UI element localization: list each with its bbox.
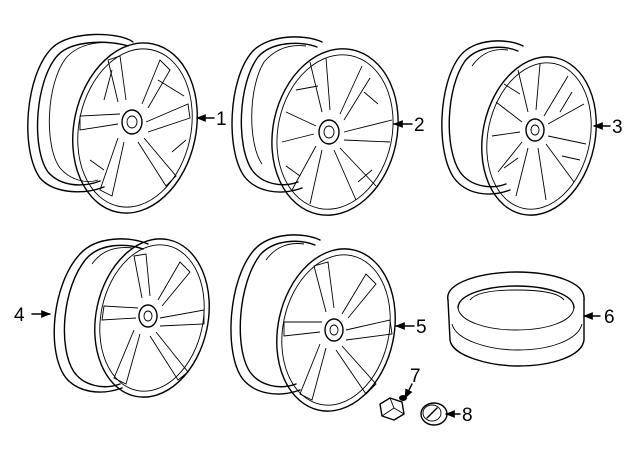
wheel-5-barrel — [230, 234, 321, 395]
wheel-2-barrel — [231, 36, 323, 193]
wheel-4-face — [94, 238, 210, 398]
callout-2: 2 — [414, 115, 425, 136]
wheel-4[interactable] — [53, 228, 223, 408]
wheel-4-barrel — [53, 238, 149, 393]
wheel-5[interactable] — [230, 234, 410, 422]
wheel-3[interactable] — [441, 40, 611, 226]
center-cap-8[interactable] — [420, 402, 448, 426]
callout-5: 5 — [416, 317, 427, 338]
callout-6: 6 — [604, 307, 615, 328]
wheel-2[interactable] — [231, 36, 413, 227]
spare-wheel-6[interactable] — [447, 271, 585, 367]
callout-4: 4 — [14, 305, 25, 326]
wheel-3-face — [481, 56, 597, 216]
callout-8: 8 — [462, 405, 473, 426]
callout-1: 1 — [216, 109, 227, 130]
lug-nut-7[interactable] — [379, 395, 407, 421]
wheel-1-face — [72, 42, 198, 214]
callout-arrows — [31, 114, 611, 418]
wheel-5-face — [276, 248, 396, 412]
callout-7: 7 — [410, 366, 421, 387]
wheel-3-barrel — [441, 40, 524, 195]
callout-7-arrow — [404, 383, 413, 399]
callout-3: 3 — [612, 117, 623, 138]
wheel-1-barrel — [27, 33, 134, 193]
wheel-1[interactable] — [27, 31, 213, 225]
wheel-2-face — [271, 48, 399, 216]
callout-labels: 1 2 3 4 5 6 7 8 — [14, 109, 623, 426]
